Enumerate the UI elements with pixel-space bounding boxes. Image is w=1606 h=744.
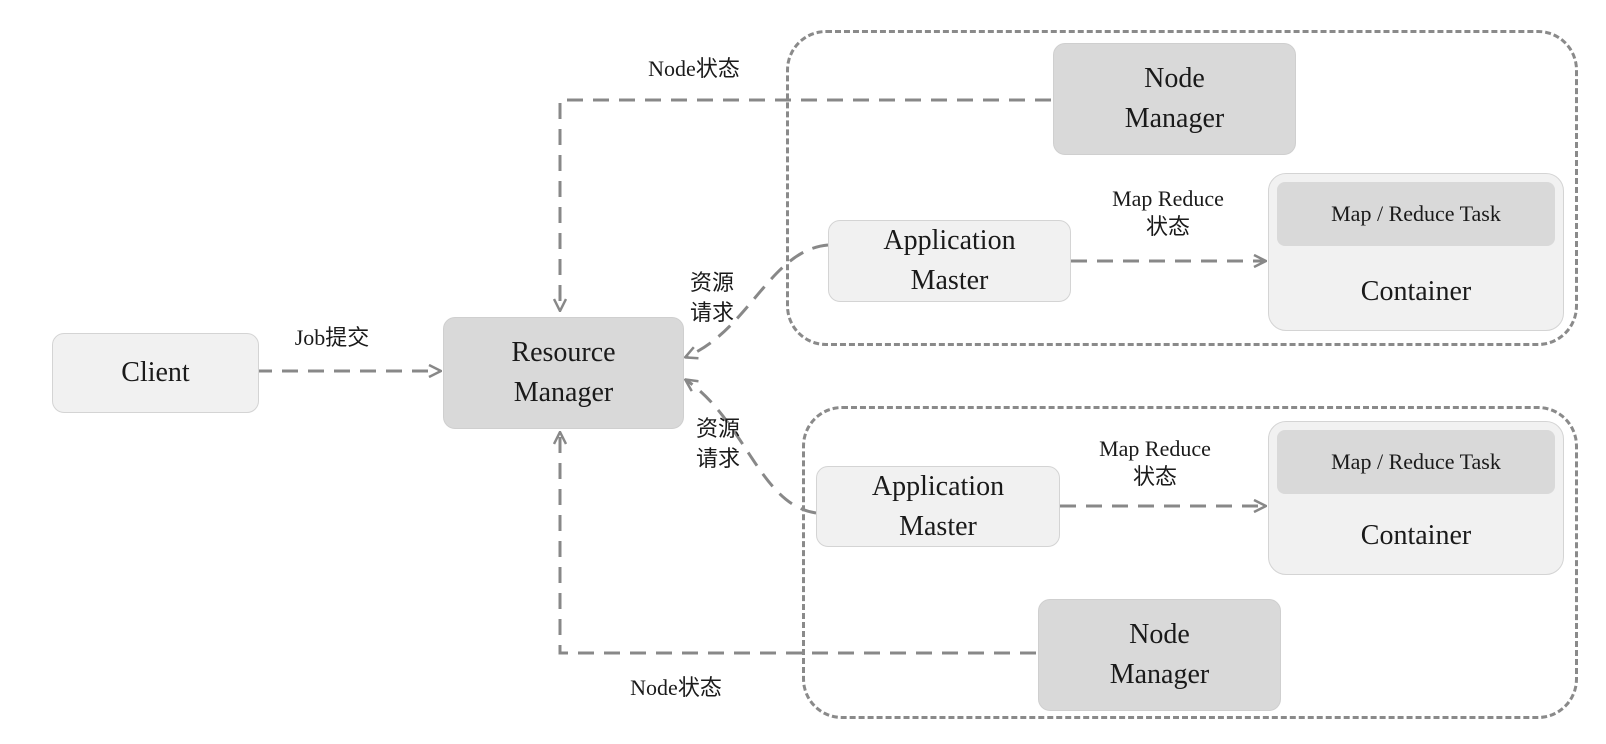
resource-manager-label-line2: Manager bbox=[513, 377, 614, 408]
resource-request-top-label: 资源 请求 bbox=[682, 268, 742, 328]
resource-request-bottom-line1: 资源 bbox=[695, 416, 740, 441]
resource-request-bottom-arrow bbox=[686, 380, 817, 515]
mr-status-bottom-label: Map Reduce 状态 bbox=[1083, 435, 1227, 491]
resource-request-top-line1: 资源 bbox=[689, 270, 734, 295]
node-group-top bbox=[786, 30, 1578, 346]
resource-manager-label-line1: Resource bbox=[511, 337, 616, 368]
node-status-top-arrow bbox=[560, 98, 1051, 310]
job-submit-label: Job提交 bbox=[294, 325, 370, 350]
container-bottom-box: Map / Reduce Task Container bbox=[1268, 421, 1564, 575]
app-master-top-label-line2: Master bbox=[910, 265, 989, 296]
client-label: Client bbox=[121, 357, 190, 388]
node-status-bottom-label: Node状态 bbox=[630, 675, 722, 700]
app-master-bottom-label-line2: Master bbox=[899, 510, 977, 542]
app-master-bottom-label-line1: Application bbox=[871, 470, 1005, 502]
map-reduce-task-bottom: Map / Reduce Task bbox=[1277, 430, 1555, 494]
mr-status-bottom-line1: Map Reduce bbox=[1099, 436, 1211, 461]
resource-request-top-line2: 请求 bbox=[689, 300, 734, 325]
node-manager-top-box: Node Manager bbox=[1053, 43, 1296, 155]
mr-status-top-line1: Map Reduce bbox=[1112, 186, 1224, 211]
node-group-bottom bbox=[802, 406, 1578, 719]
node-manager-bottom-label-line2: Manager bbox=[1109, 659, 1210, 690]
node-status-bottom-arrow bbox=[560, 433, 1036, 655]
resource-manager-box: Resource Manager bbox=[443, 317, 684, 429]
node-status-top-label: Node状态 bbox=[648, 56, 740, 81]
app-master-bottom-box: Application Master bbox=[816, 466, 1060, 547]
container-top-box: Map / Reduce Task Container bbox=[1268, 173, 1564, 331]
resource-request-top-arrow bbox=[686, 243, 829, 357]
app-master-top-box: Application Master bbox=[828, 220, 1071, 302]
node-manager-bottom-box: Node Manager bbox=[1038, 599, 1281, 711]
container-bottom-label: Container bbox=[1360, 520, 1472, 551]
app-master-top-label-line1: Application bbox=[883, 225, 1016, 256]
client-box: Client bbox=[52, 333, 259, 413]
node-manager-top-label-line2: Manager bbox=[1124, 103, 1225, 134]
node-manager-top-label-line1: Node bbox=[1144, 63, 1205, 94]
mr-status-top-line2: 状态 bbox=[1145, 214, 1190, 239]
mr-status-bottom-line2: 状态 bbox=[1132, 464, 1177, 489]
map-reduce-task-top: Map / Reduce Task bbox=[1277, 182, 1555, 246]
resource-request-bottom-line2: 请求 bbox=[695, 446, 740, 471]
mr-status-top-label: Map Reduce 状态 bbox=[1096, 185, 1240, 241]
resource-request-bottom-label: 资源 请求 bbox=[688, 414, 748, 474]
container-top-label: Container bbox=[1360, 276, 1472, 307]
node-manager-bottom-label-line1: Node bbox=[1129, 619, 1190, 650]
